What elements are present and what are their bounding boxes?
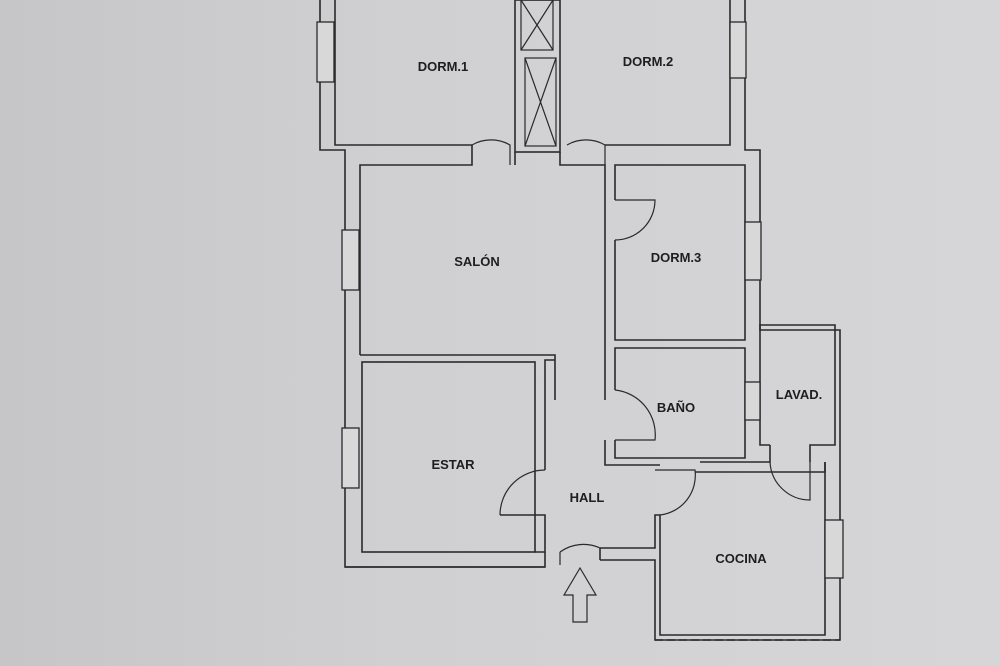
label-lavad: LAVAD. (776, 387, 822, 402)
duct-box-2 (524, 57, 557, 147)
duct-box-1-cross (520, 0, 554, 51)
cocina-wall (695, 462, 826, 473)
estar-wall (361, 361, 536, 553)
door-cocina (655, 469, 696, 516)
window-bano (744, 381, 761, 421)
window-cocina (824, 519, 844, 579)
hall-left-wall (544, 359, 555, 470)
label-estar: ESTAR (431, 457, 475, 472)
label-dorm1: DORM.1 (418, 59, 469, 74)
duct-box-1 (520, 0, 554, 51)
label-dorm3: DORM.3 (651, 250, 702, 265)
lavad-wall (759, 324, 836, 462)
label-bano: BAÑO (657, 400, 695, 415)
arrow-up-icon (562, 566, 598, 623)
window-salon (341, 229, 360, 291)
door-estar (499, 469, 546, 516)
window-dorm3 (744, 221, 762, 281)
window-estar (341, 427, 360, 489)
salon-top-wall (359, 145, 473, 355)
door-entrance (559, 543, 601, 565)
label-hall: HALL (570, 490, 605, 505)
duct-box-2-cross (524, 57, 557, 147)
dorm1-wall (334, 0, 472, 146)
window-dorm1 (316, 21, 335, 83)
door-dorm1 (471, 139, 511, 165)
chimney-duct (514, 0, 561, 153)
door-bano (614, 389, 656, 441)
window-dorm2 (729, 21, 747, 79)
estar-outer (500, 514, 546, 553)
salon-bottom-wall (360, 354, 556, 400)
door-dorm3 (614, 199, 656, 241)
door-dorm2 (566, 139, 606, 165)
lavad-inner (700, 445, 771, 463)
label-salon: SALÓN (454, 254, 500, 269)
cocina-wall-path (600, 462, 826, 636)
bottom-wall (345, 552, 546, 568)
label-dorm2: DORM.2 (623, 54, 674, 69)
outer-wall-right-top (600, 0, 841, 641)
door-lavad (769, 461, 811, 501)
dorm2-wall (605, 0, 731, 146)
hall-right-wall (604, 440, 660, 466)
label-cocina: COCINA (715, 551, 767, 566)
salon-right-wall (559, 152, 606, 400)
